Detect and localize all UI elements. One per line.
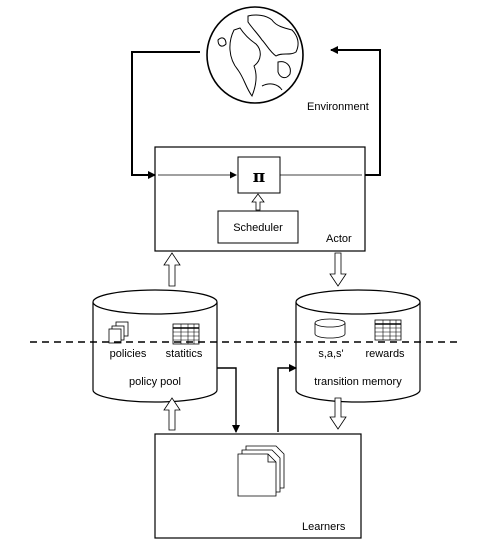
policies-icon (108, 321, 129, 344)
policy-pool-node: policies statitics policy pool (92, 289, 218, 403)
actor-node: π Scheduler Actor (154, 146, 366, 252)
actor-label: Actor (326, 233, 352, 245)
globe-icon (206, 6, 304, 104)
scheduler-label: Scheduler (233, 222, 283, 234)
rewards-table-icon (374, 319, 402, 341)
learners-to-memory-arrow (277, 364, 297, 432)
statistics-table-icon (172, 323, 200, 345)
pool-to-learners-arrow (217, 367, 240, 433)
actor-to-environment-arrow (330, 46, 381, 176)
learners-node: Learners (154, 433, 362, 539)
scheduler-box (217, 210, 299, 244)
environment-node: Environment (206, 6, 369, 113)
learners-label: Learners (302, 521, 346, 533)
learners-to-pool-arrow (163, 397, 181, 431)
policy-pool-label: policy pool (129, 376, 181, 388)
policies-label: policies (110, 348, 147, 360)
policy-box (237, 156, 281, 194)
statistics-label: statitics (166, 348, 203, 360)
environment-label: Environment (307, 101, 369, 113)
transition-memory-node: s,a,s' rewards transition memory (295, 289, 421, 403)
transition-memory-label: transition memory (314, 376, 402, 388)
pool-to-actor-arrow (163, 252, 181, 287)
policy-symbol: π (253, 167, 265, 187)
environment-to-actor-arrow (131, 51, 200, 179)
actor-to-memory-arrow (329, 252, 347, 287)
transition-tuple-label: s,a,s' (318, 348, 343, 360)
documents-icon (237, 445, 285, 497)
database-icon (314, 318, 346, 339)
scheduler-to-policy-arrow (251, 193, 265, 211)
memory-to-learners-arrow (329, 397, 347, 430)
rewards-label: rewards (365, 348, 405, 360)
